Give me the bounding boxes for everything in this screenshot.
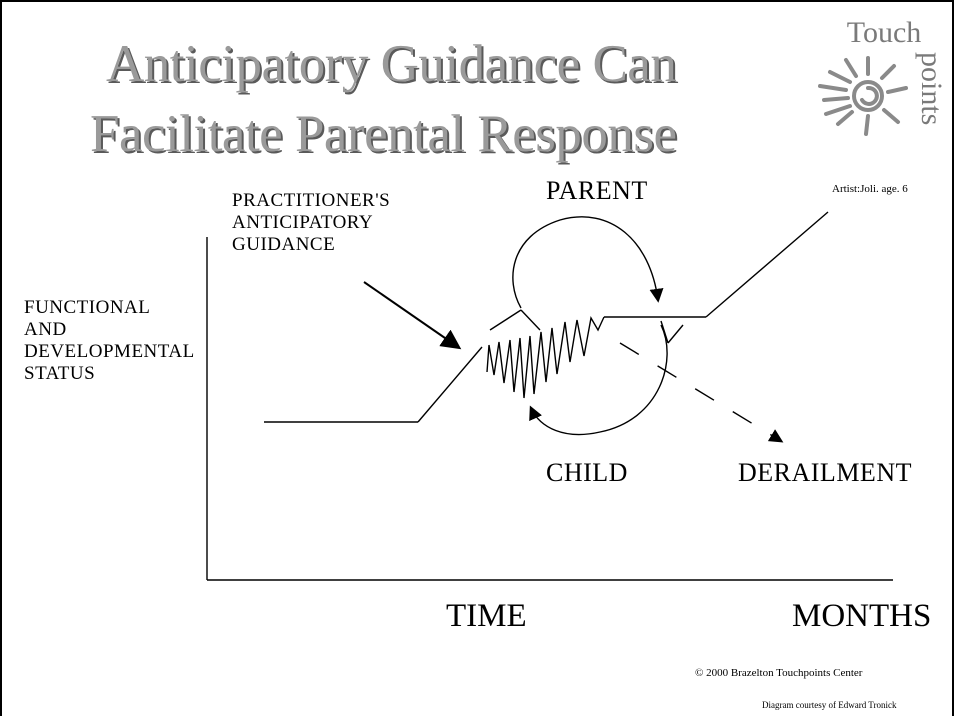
copyright-footer: © 2000 Brazelton Touchpoints Center — [695, 667, 863, 679]
rising-segment — [417, 346, 483, 423]
x-axis-unit-label: MONTHS — [792, 598, 932, 634]
parent-label: PARENT — [546, 176, 648, 205]
fork-tick — [489, 309, 522, 331]
turbulence-squiggle — [486, 316, 605, 399]
practitioner-label-line-1: PRACTITIONER'S — [232, 190, 391, 211]
courtesy-footer: Diagram courtesy of Edward Tronick — [762, 700, 897, 710]
practitioner-arrow — [363, 281, 462, 350]
x-axis-label: TIME — [446, 598, 527, 634]
sun-spiral-icon: Touch points — [818, 16, 948, 136]
title-line-1: Anticipatory Guidance Can — [106, 35, 677, 93]
title-line-2: Facilitate Parental Response — [90, 105, 677, 163]
final-rise-segment — [705, 211, 829, 318]
y-axis-label-line-4: STATUS — [24, 362, 96, 384]
child-label: CHILD — [546, 458, 628, 487]
practitioner-label: PRACTITIONER'S ANTICIPATORY GUIDANCE — [232, 190, 390, 256]
y-axis-label: FUNCTIONAL AND DEVELOPMENTAL STATUS — [24, 297, 195, 384]
parent-loop-arrow — [512, 216, 664, 309]
logo-word-points: points — [915, 52, 948, 125]
touchpoints-logo: Touch points — [810, 12, 950, 172]
child-loop-arrow — [529, 324, 668, 436]
y-axis-label-line-1: FUNCTIONAL — [24, 297, 151, 318]
practitioner-label-line-3: GUIDANCE — [232, 233, 336, 255]
practitioner-label-line-2: ANTICIPATORY — [232, 211, 374, 233]
derailment-dashed-line — [619, 342, 784, 443]
logo-word-touch: Touch — [847, 16, 922, 49]
artist-credit: Artist:Joli. age. 6 — [832, 183, 908, 195]
y-axis-label-line-2: AND — [24, 318, 67, 340]
fork-tick — [667, 324, 684, 344]
derailment-label: DERAILMENT — [738, 458, 912, 487]
y-axis-label-line-3: DEVELOPMENTAL — [24, 340, 195, 362]
fork-tick — [520, 309, 541, 331]
